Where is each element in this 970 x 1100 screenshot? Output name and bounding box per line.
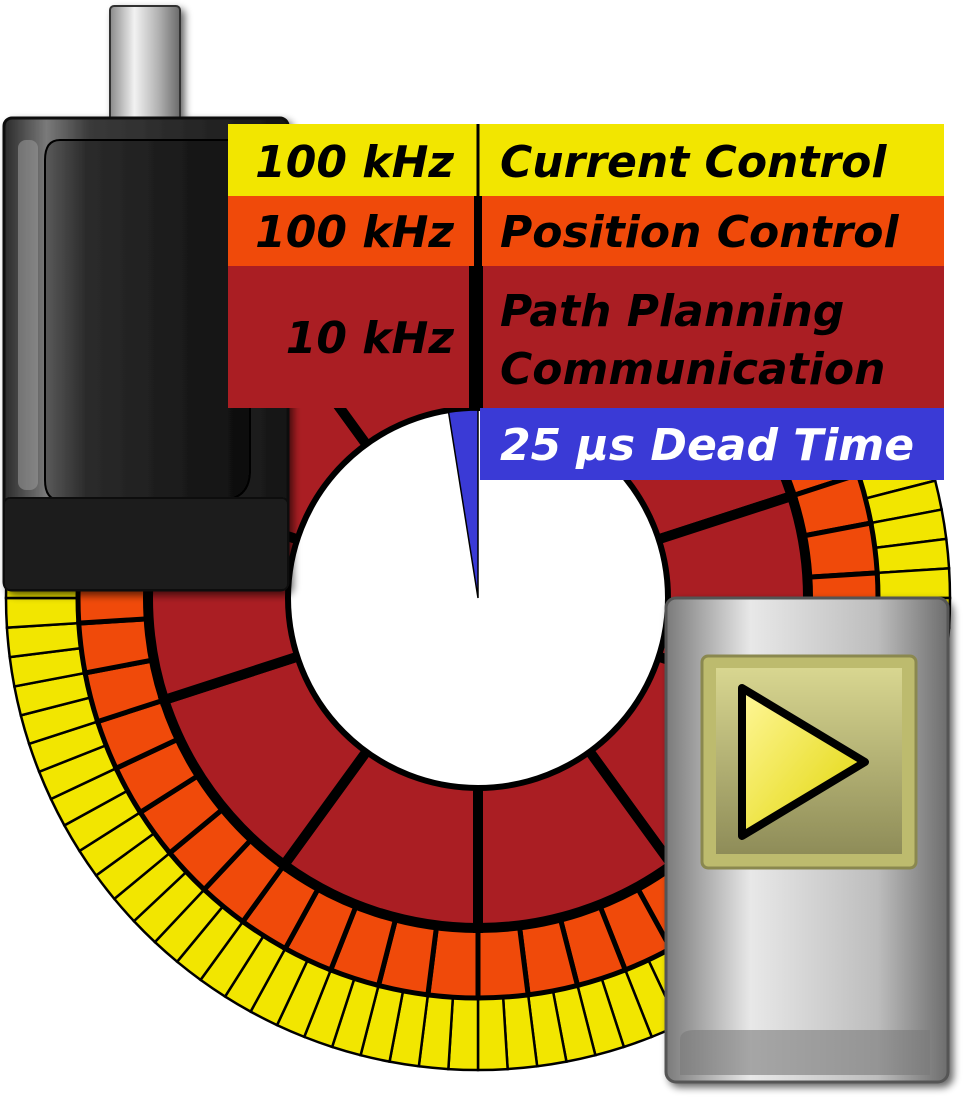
position-control-segment	[475, 922, 531, 1001]
band-dead-time	[480, 408, 944, 480]
communication-label: Communication	[500, 344, 885, 395]
band-current-control	[228, 124, 944, 196]
label-table: 100 kHz Current Control 100 kHz Position…	[228, 124, 944, 480]
servo-motor-icon	[2, 5, 290, 592]
current-control-frequency: 100 kHz	[255, 137, 454, 188]
position-control-label: Position Control	[500, 207, 900, 258]
path-planning-frequency: 10 kHz	[286, 313, 455, 364]
play-controller-icon	[664, 596, 950, 1084]
band-position-control	[228, 196, 944, 266]
current-control-segment	[875, 567, 952, 600]
dead-time-wedge	[447, 409, 479, 599]
position-control-frequency: 100 kHz	[255, 207, 454, 258]
dead-time-label: 25 µs Dead Time	[500, 420, 914, 471]
path-planning-label: Path Planning	[500, 286, 844, 337]
current-control-label: Current Control	[500, 137, 887, 188]
band-path-planning	[228, 266, 944, 408]
current-control-segment	[4, 596, 81, 629]
current-control-segment	[476, 995, 509, 1072]
